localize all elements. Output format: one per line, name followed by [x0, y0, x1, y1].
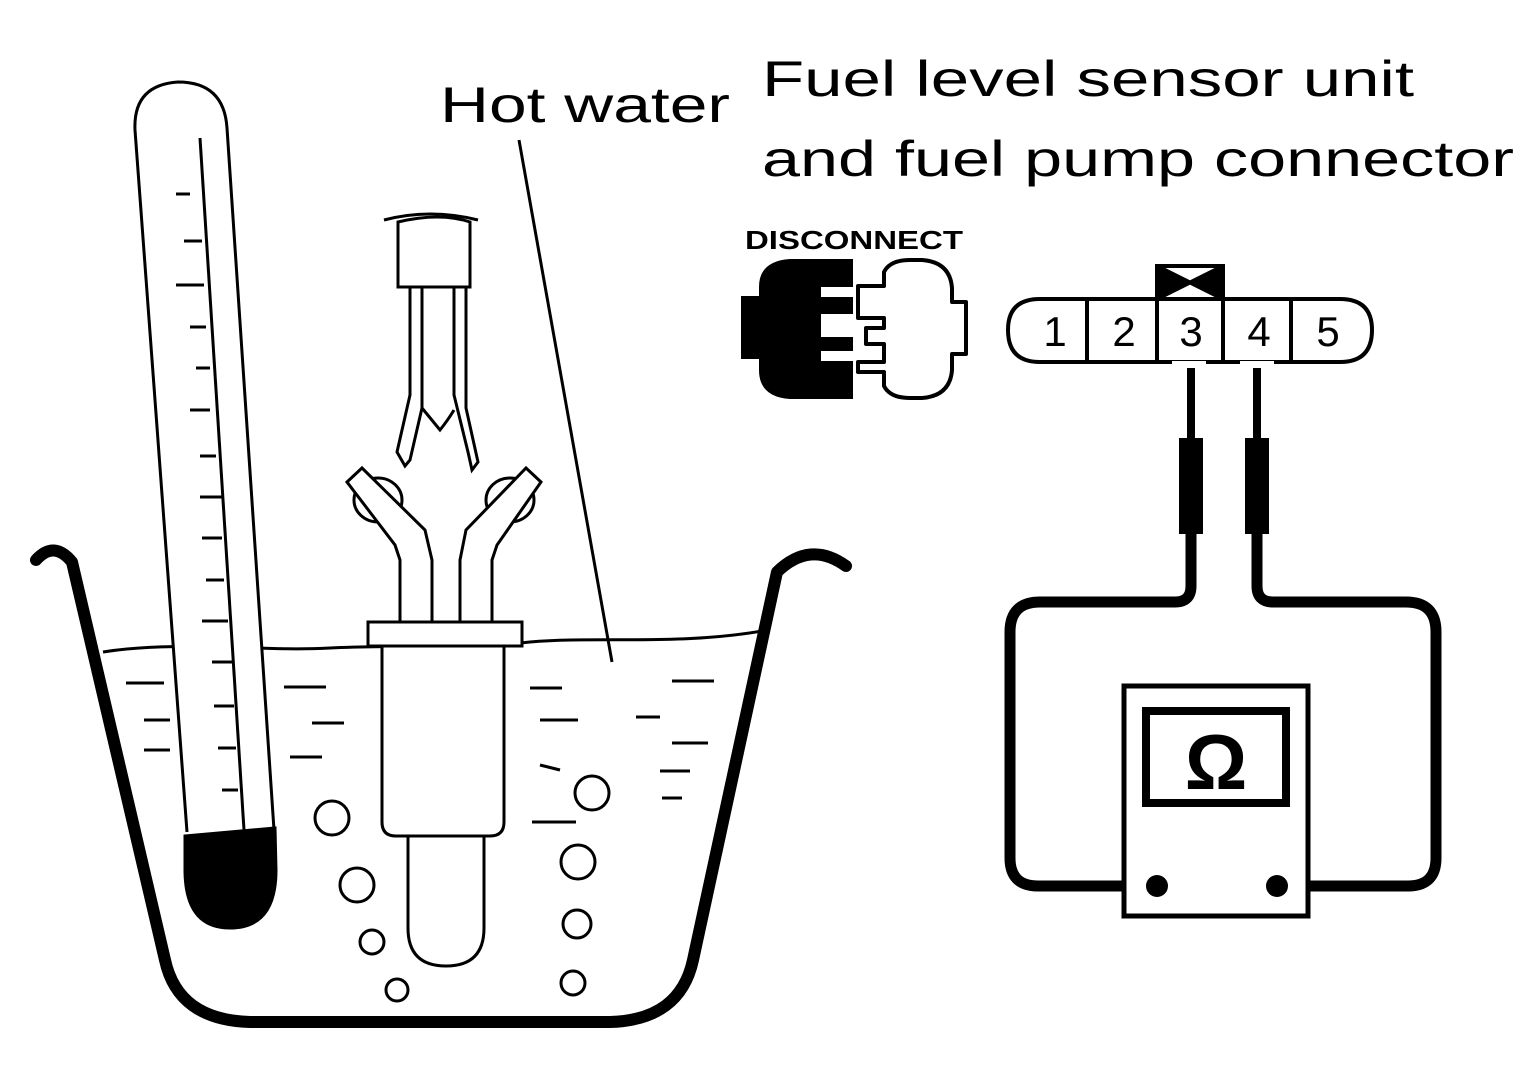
connector-housing: [1005, 297, 1375, 364]
ohm-symbol: Ω: [1185, 718, 1248, 806]
hot-water-label: Hot water: [440, 77, 730, 133]
probe-right-handle: [1245, 438, 1269, 534]
sensor-connector-head: [396, 215, 472, 289]
disconnect-connector-black: [741, 259, 853, 399]
pin-3: 3: [1179, 308, 1202, 355]
water-bubbles: [313, 774, 611, 1003]
thermometer-bulb: [183, 826, 278, 930]
sensor-wire-right: [452, 285, 480, 474]
sensor-flange: [366, 620, 524, 648]
pin-4: 4: [1247, 308, 1270, 355]
ohmmeter-display: [1142, 707, 1290, 807]
pin-2: 2: [1112, 308, 1135, 355]
water-dashes: [126, 679, 714, 824]
sensor-unit: [344, 212, 543, 968]
sensor-wire-left: [395, 285, 424, 469]
title-line-1: Fuel level sensor unit: [762, 51, 1414, 107]
disconnect-label: DISCONNECT: [745, 225, 963, 255]
thermometer: [133, 80, 278, 930]
test-leads: [1004, 368, 1442, 892]
disconnect-connector-white: [856, 258, 968, 400]
probe-left-handle: [1179, 438, 1203, 534]
sensor-body: [380, 644, 506, 838]
beaker-outline: [30, 544, 852, 1028]
hot-water-leader: [517, 139, 614, 663]
pin-5: 5: [1316, 308, 1339, 355]
pin-1: 1: [1043, 308, 1066, 355]
ohmmeter: Ω: [1121, 683, 1311, 919]
ohmmeter-terminal-left: [1146, 875, 1168, 897]
sensor-tip: [406, 834, 486, 968]
title-line-2: and fuel pump connector: [762, 131, 1514, 187]
lead-left: [1004, 534, 1197, 892]
thermometer-scale: [176, 192, 238, 792]
ohmmeter-terminal-right: [1266, 875, 1288, 897]
lead-right: [1251, 534, 1442, 892]
connector-face: 1 2 3 4 5: [1005, 264, 1375, 367]
disconnect-icon: [741, 258, 968, 400]
